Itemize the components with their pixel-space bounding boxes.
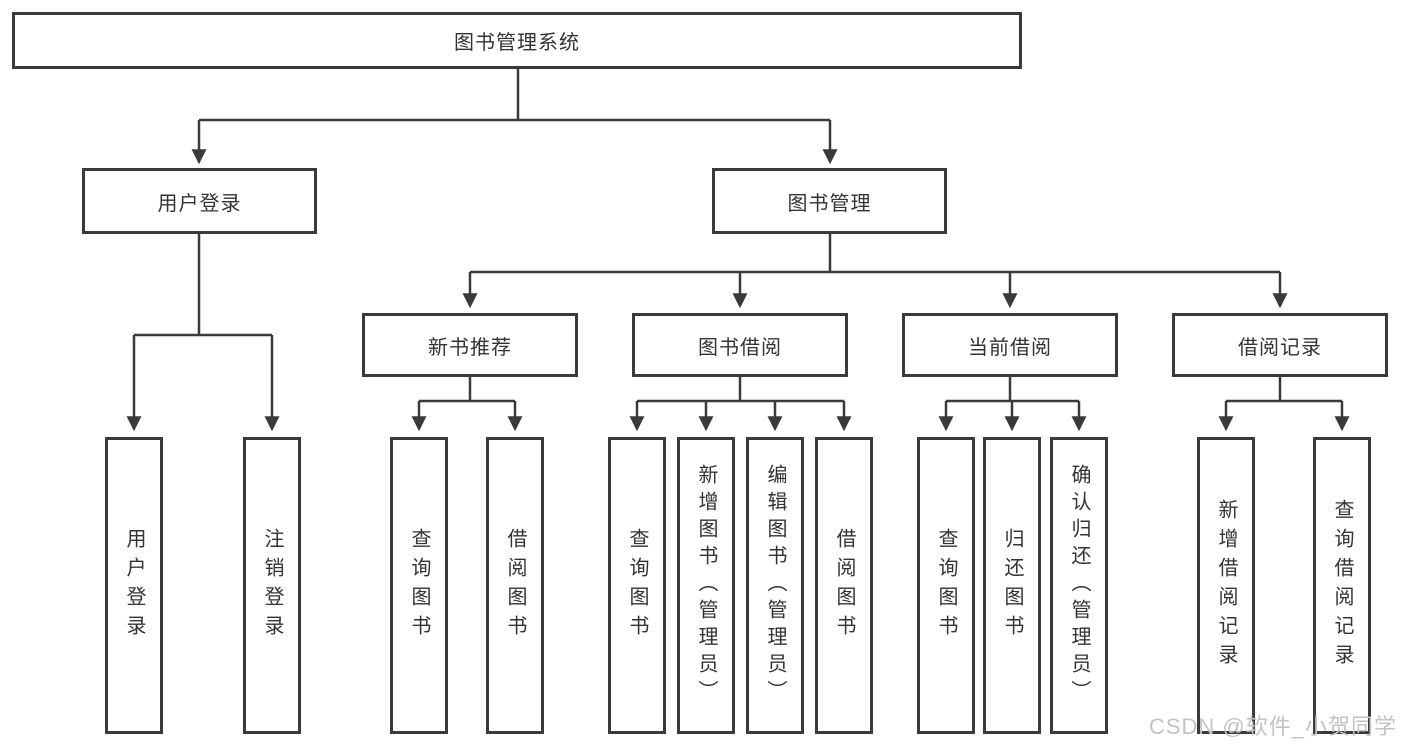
connector-root <box>191 69 838 165</box>
node-borrow-record-label: 借阅记录 <box>1238 336 1322 359</box>
leaf-return-book-label: 归还图书 <box>1001 527 1023 644</box>
leaf-logout-label: 注销登录 <box>261 527 283 644</box>
leaf-add-book-admin-label: 新增图书（管理员） <box>695 464 717 707</box>
csdn-watermark: CSDN @软件_小贺同学 <box>1148 714 1397 739</box>
node-book-borrow: 图书借阅 <box>632 313 848 377</box>
node-root: 图书管理系统 <box>12 12 1022 69</box>
leaf-return-book: 归还图书 <box>983 437 1041 734</box>
leaf-borrow-book-1-label: 借阅图书 <box>504 527 526 644</box>
node-new-book-recommend-label: 新书推荐 <box>428 336 512 359</box>
node-user-login: 用户登录 <box>82 168 317 234</box>
leaf-query-book-1-label: 查询图书 <box>408 527 430 644</box>
node-borrow-record: 借阅记录 <box>1172 313 1388 377</box>
leaf-user-login-label: 用户登录 <box>123 527 145 644</box>
leaf-edit-book-admin: 编辑图书（管理员） <box>746 437 804 734</box>
leaf-borrow-book-2: 借阅图书 <box>815 437 873 734</box>
node-book-management: 图书管理 <box>712 168 947 234</box>
connector-borrow-record <box>1218 377 1350 432</box>
node-current-borrow: 当前借阅 <box>902 313 1118 377</box>
connector-user-login <box>126 234 280 432</box>
node-user-login-label: 用户登录 <box>157 192 242 215</box>
leaf-query-book-2: 查询图书 <box>608 437 666 734</box>
leaf-add-book-admin: 新增图书（管理员） <box>677 437 735 734</box>
node-root-label: 图书管理系统 <box>454 32 580 54</box>
leaf-query-book-3-label: 查询图书 <box>935 527 957 644</box>
leaf-query-book-3: 查询图书 <box>917 437 975 734</box>
leaf-query-book-1: 查询图书 <box>390 437 448 734</box>
leaf-borrow-book-2-label: 借阅图书 <box>833 527 855 644</box>
connector-current-borrow <box>938 377 1087 432</box>
leaf-confirm-return-admin: 确认归还（管理员） <box>1050 437 1108 734</box>
node-new-book-recommend: 新书推荐 <box>362 313 578 377</box>
leaf-logout: 注销登录 <box>243 437 301 734</box>
leaf-borrow-book-1: 借阅图书 <box>486 437 544 734</box>
leaf-add-borrow-record: 新增借阅记录 <box>1197 437 1255 734</box>
leaf-edit-book-admin-label: 编辑图书（管理员） <box>764 464 786 707</box>
leaf-query-borrow-record: 查询借阅记录 <box>1313 437 1371 734</box>
leaf-query-book-2-label: 查询图书 <box>626 527 648 644</box>
node-current-borrow-label: 当前借阅 <box>968 336 1052 359</box>
connector-book-management <box>462 234 1288 309</box>
connector-new-book <box>411 377 523 432</box>
leaf-add-borrow-record-label: 新增借阅记录 <box>1215 498 1237 673</box>
node-book-management-label: 图书管理 <box>787 192 872 215</box>
leaf-query-borrow-record-label: 查询借阅记录 <box>1331 498 1353 673</box>
leaf-confirm-return-admin-label: 确认归还（管理员） <box>1068 464 1090 707</box>
node-book-borrow-label: 图书借阅 <box>698 336 782 359</box>
connector-book-borrow <box>629 377 852 432</box>
leaf-user-login: 用户登录 <box>105 437 163 734</box>
